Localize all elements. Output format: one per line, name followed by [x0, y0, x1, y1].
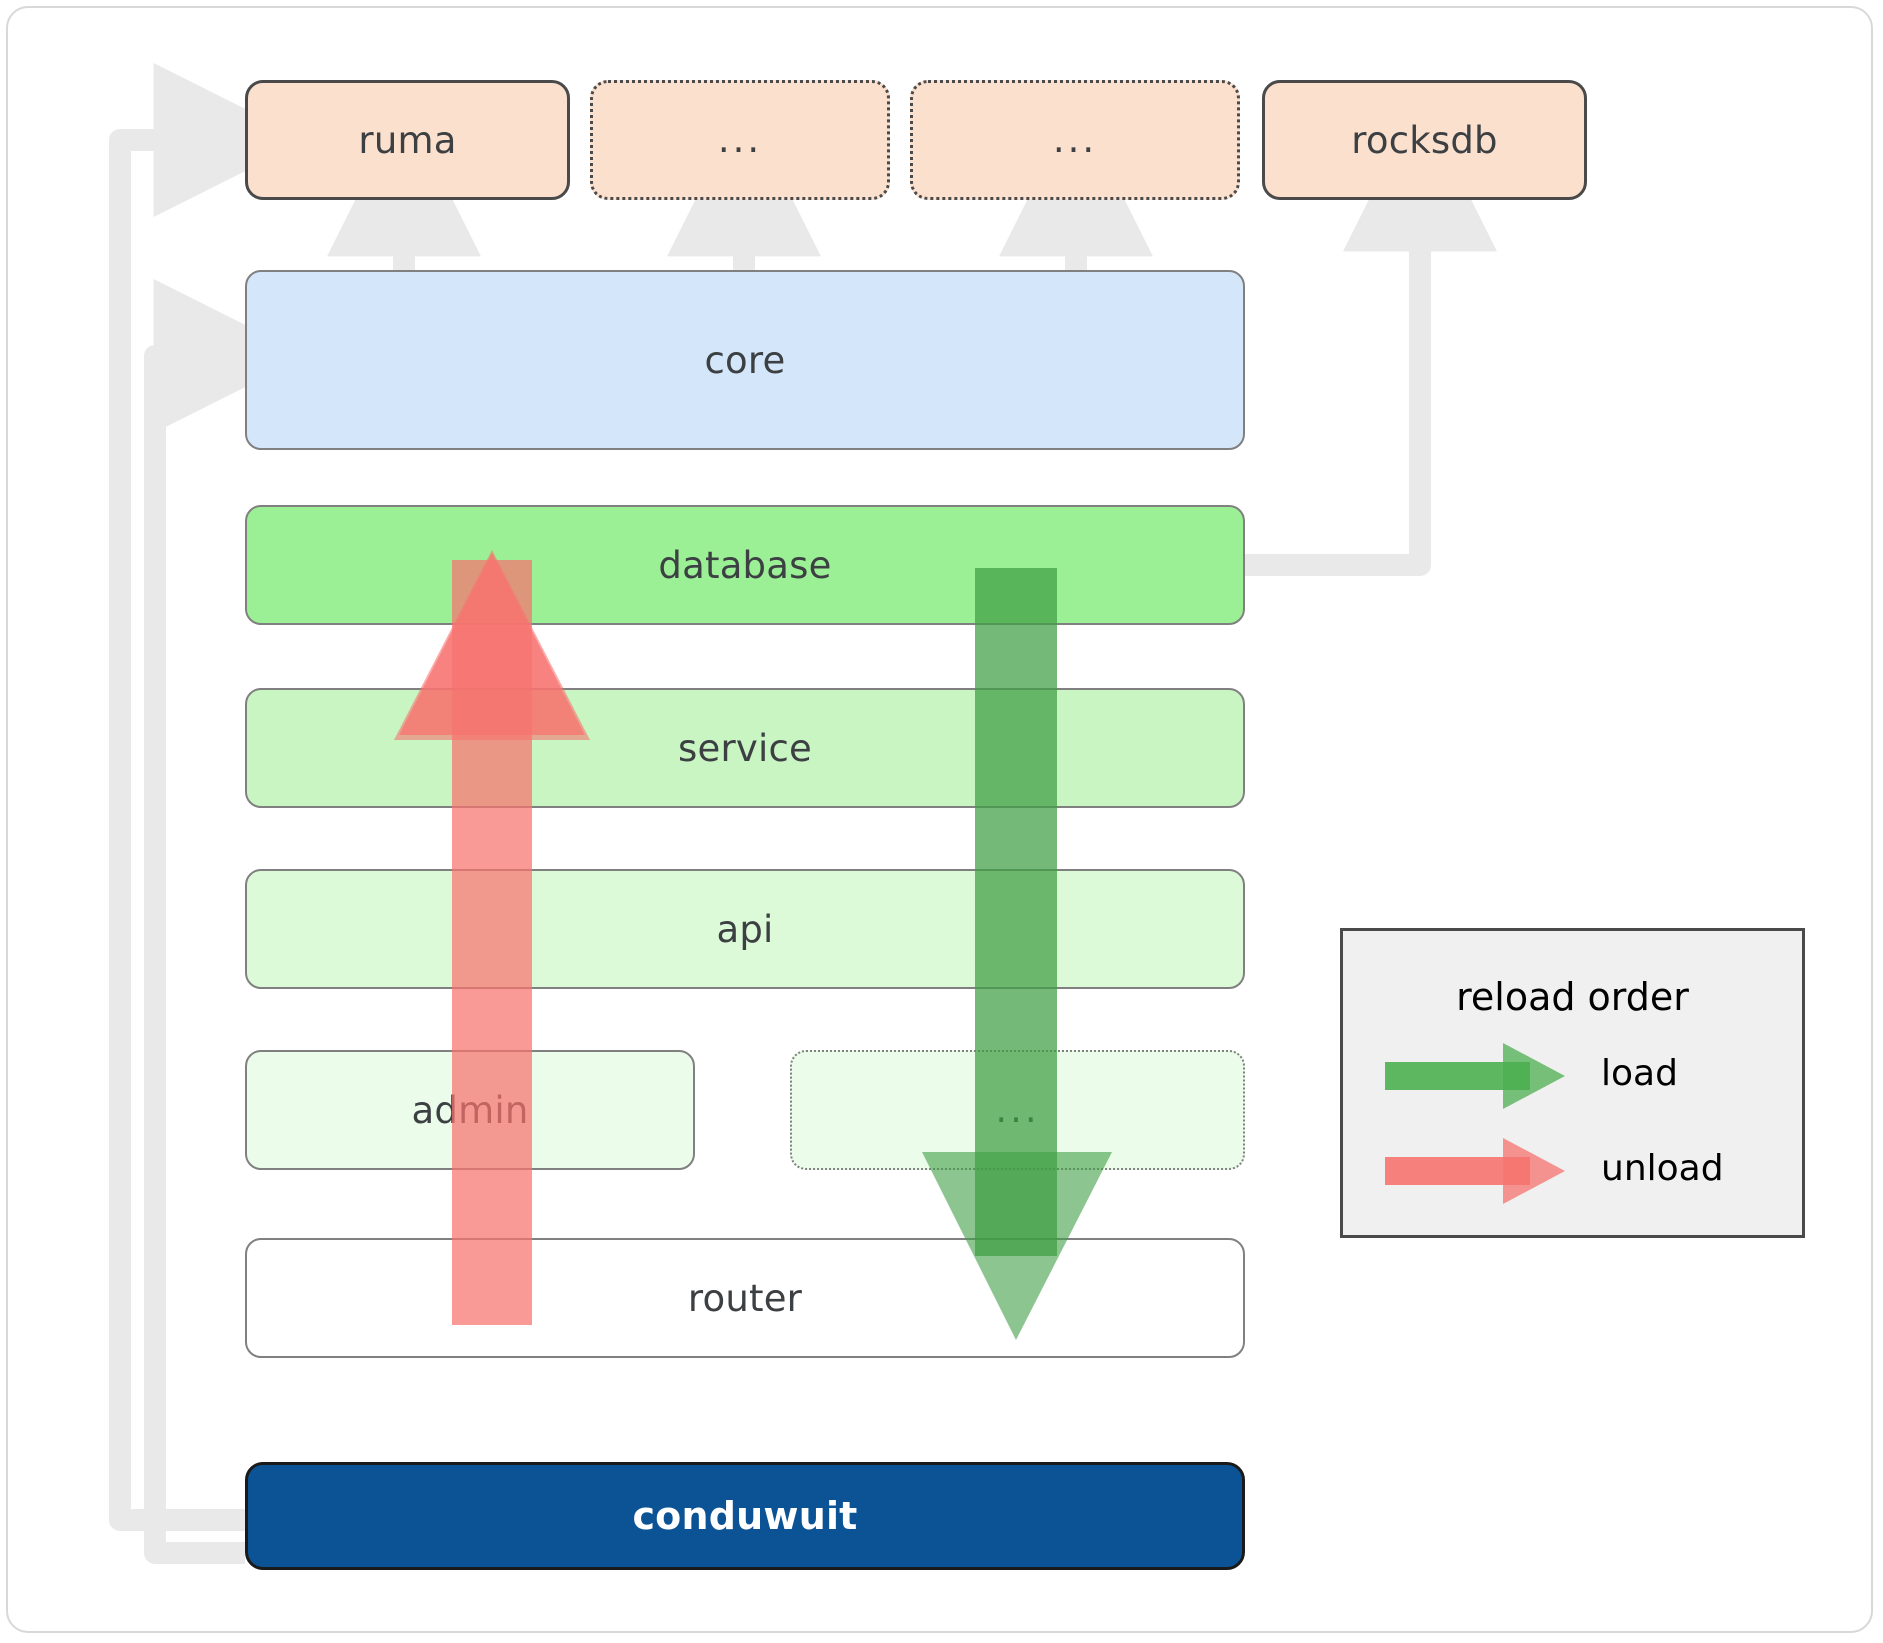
- node-api-label: api: [716, 907, 774, 951]
- node-database-label: database: [658, 543, 832, 587]
- node-service-label: service: [678, 726, 812, 770]
- legend-panel: reload order load unload: [1340, 928, 1805, 1238]
- node-dep-more-1[interactable]: ...: [590, 80, 890, 200]
- connector-conduwuit-to-ruma: [109, 63, 308, 1531]
- node-rocksdb[interactable]: rocksdb: [1262, 80, 1587, 200]
- node-database[interactable]: database: [245, 505, 1245, 625]
- load-arrow-icon: [1385, 1043, 1565, 1109]
- node-ruma-label: ruma: [358, 118, 457, 162]
- node-crate-more-label: ...: [995, 1087, 1040, 1131]
- node-crate-more[interactable]: ...: [790, 1050, 1245, 1170]
- node-service[interactable]: service: [245, 688, 1245, 808]
- connector-conduwuit-to-core: [144, 279, 308, 1564]
- node-rocksdb-label: rocksdb: [1351, 118, 1498, 162]
- legend-title: reload order: [1456, 975, 1689, 1019]
- connector-database-to-rocksdb: [1245, 97, 1497, 576]
- node-dep-more-2-label: ...: [1052, 117, 1098, 161]
- node-admin[interactable]: admin: [245, 1050, 695, 1170]
- unload-arrow-icon: [1385, 1138, 1565, 1204]
- legend-label-load: load: [1601, 1053, 1678, 1094]
- node-dep-more-2[interactable]: ...: [910, 80, 1240, 200]
- node-dep-more-1-label: ...: [717, 117, 763, 161]
- node-router[interactable]: router: [245, 1238, 1245, 1358]
- node-conduwuit-label: conduwuit: [632, 1494, 858, 1538]
- legend-arrow-icons: [1385, 1043, 1565, 1204]
- node-conduwuit[interactable]: conduwuit: [245, 1462, 1245, 1570]
- node-ruma[interactable]: ruma: [245, 80, 570, 200]
- node-api[interactable]: api: [245, 869, 1245, 989]
- node-router-label: router: [687, 1276, 803, 1320]
- node-admin-label: admin: [411, 1088, 529, 1132]
- node-core[interactable]: core: [245, 270, 1245, 450]
- node-core-label: core: [704, 338, 786, 382]
- legend-label-unload: unload: [1601, 1148, 1724, 1189]
